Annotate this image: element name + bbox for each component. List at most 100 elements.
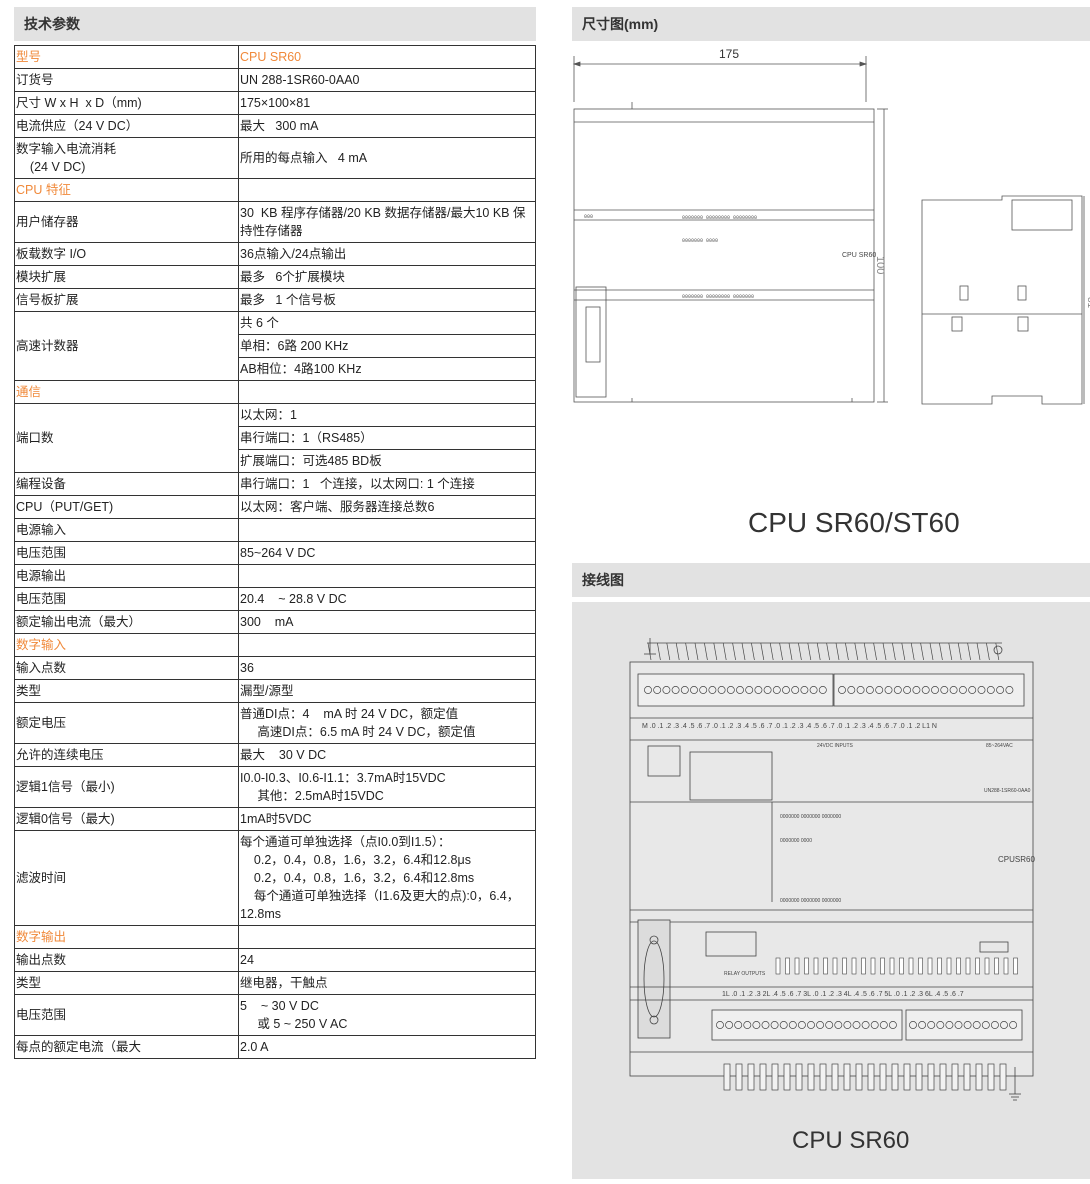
spec-label: 高速计数器 <box>14 311 239 381</box>
input-wire <box>722 642 727 661</box>
spec-value <box>238 564 536 588</box>
spec-row: 电流供应（24 V DC）最大 300 mA <box>14 114 536 138</box>
output-relay-contact <box>851 957 857 975</box>
input-wire <box>835 642 840 661</box>
spec-row: 编程设备串行端口：1 个连接，以太网口: 1 个连接 <box>14 472 536 496</box>
output-load <box>999 1063 1007 1091</box>
spec-label: 输入点数 <box>14 656 239 680</box>
input-terminal <box>726 686 735 694</box>
dimension-drawing: 0000000 00000000 00000000 0000000 0000 0… <box>572 42 1090 550</box>
wiring-model-label: CPUSR60 <box>998 855 1035 864</box>
output-relay-contact <box>794 957 800 975</box>
output-load <box>855 1063 863 1091</box>
order-number-label: UN288-1SR60-0AA0 <box>984 788 1031 794</box>
spec-label: 电源输出 <box>14 564 239 588</box>
spec-row: 电源输出 <box>14 564 536 588</box>
spec-row: 滤波时间每个通道可单独选择（点I0.0到I1.5）： 0.2，0.4，0.8，1… <box>14 830 536 926</box>
output-relay-contact <box>870 957 876 975</box>
spec-row: 逻辑1信号（最小)I0.0-I0.3、I0.6-I1.1：3.7mA时15VDC… <box>14 766 536 808</box>
input-terminal <box>977 686 986 694</box>
output-load <box>867 1063 875 1091</box>
spec-value: I0.0-I0.3、I0.6-I1.1：3.7mA时15VDC 其他：2.5mA… <box>238 766 536 808</box>
power-label: 85~264VAC <box>986 743 1013 749</box>
inputs-label: 24VDC INPUTS <box>817 743 854 749</box>
output-relay-contact <box>956 957 961 975</box>
input-wire <box>873 642 877 661</box>
spec-row: 额定输出电流（最大）300 mA <box>14 610 536 634</box>
dimension-svg: 0000000 00000000 00000000 0000000 0000 0… <box>572 47 1090 538</box>
output-load <box>963 1063 971 1091</box>
spec-value <box>238 518 536 542</box>
output-terminal <box>909 1021 917 1029</box>
input-wire <box>741 642 746 661</box>
spec-row: 允许的连续电压最大 30 V DC <box>14 743 536 767</box>
svg-text:0000000 0000000 0000000: 0000000 0000000 0000000 <box>780 814 841 820</box>
output-relay-contact <box>1013 957 1018 975</box>
spec-value: 1mA时5VDC <box>238 807 536 831</box>
spec-value-line: AB相位：4路100 KHz <box>239 357 535 380</box>
width-label: 175 <box>719 47 739 61</box>
spec-label: 输出点数 <box>14 948 239 972</box>
input-wire <box>751 642 755 661</box>
output-terminal <box>779 1021 788 1029</box>
spec-value-line: 扩展端口：可选485 BD板 <box>239 449 535 472</box>
output-relay-contact <box>937 957 942 975</box>
input-terminal <box>653 686 662 694</box>
spec-label: 数字输入电流消耗 (24 V DC) <box>14 137 239 179</box>
input-terminal <box>671 686 680 694</box>
output-relay-contact <box>813 957 819 975</box>
spec-label: CPU 特征 <box>14 178 239 202</box>
output-relay-contact <box>899 957 904 975</box>
input-wire <box>957 642 962 661</box>
spec-row: 逻辑0信号（最大)1mA时5VDC <box>14 807 536 831</box>
input-wire <box>760 642 765 661</box>
input-wire <box>920 642 924 661</box>
spec-label: 通信 <box>14 380 239 404</box>
input-terminal <box>903 686 912 694</box>
spec-label: 类型 <box>14 971 239 995</box>
output-load <box>771 1063 779 1091</box>
output-relay-contact <box>804 957 809 975</box>
spec-label: 数字输出 <box>14 925 239 949</box>
input-terminal <box>958 686 967 694</box>
input-terminal <box>838 686 846 694</box>
input-wire <box>647 642 652 661</box>
output-terminal <box>870 1021 879 1029</box>
output-load <box>951 1063 959 1091</box>
input-wire <box>967 642 971 661</box>
spec-label: 额定输出电流（最大） <box>14 610 239 634</box>
output-terminal <box>990 1021 999 1029</box>
output-terminal <box>981 1021 990 1029</box>
spec-label: 逻辑1信号（最小) <box>14 766 239 808</box>
input-wire <box>798 642 802 661</box>
spec-label: 电压范围 <box>14 587 239 611</box>
input-wire <box>910 642 915 661</box>
input-terminal <box>912 686 921 694</box>
output-terminal <box>1000 1021 1008 1029</box>
input-terminal <box>662 686 671 694</box>
spec-label: 型号 <box>14 45 239 69</box>
input-terminal <box>875 686 884 694</box>
output-terminal <box>725 1021 734 1029</box>
svg-text:0000000 0000: 0000000 0000 <box>682 238 718 244</box>
output-terminal <box>888 1021 897 1029</box>
spec-label: 类型 <box>14 679 239 703</box>
input-terminal <box>791 686 800 694</box>
output-relay-contact <box>785 957 790 975</box>
output-load <box>723 1063 731 1091</box>
input-terminal <box>940 686 949 694</box>
output-terminal <box>761 1021 770 1029</box>
spec-label: 电流供应（24 V DC） <box>14 114 239 138</box>
output-relay-contact <box>842 957 847 975</box>
output-terminal <box>716 1021 724 1029</box>
output-terminal <box>743 1021 752 1029</box>
svg-text:0000000 0000000 0000000: 0000000 0000000 0000000 <box>780 898 841 904</box>
spec-label: 电压范围 <box>14 994 239 1036</box>
spec-row: 信号板扩展最多 1 个信号板 <box>14 288 536 312</box>
spec-label: 允许的连续电压 <box>14 743 239 767</box>
